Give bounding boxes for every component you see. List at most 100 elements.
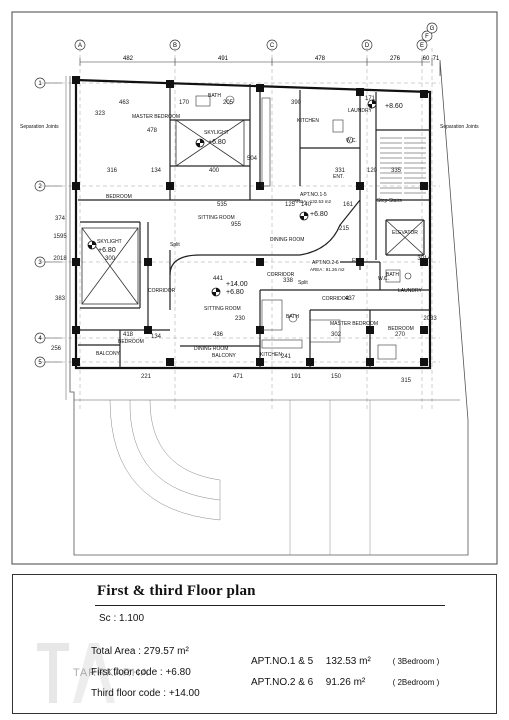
label-step-stairs: Step-Stairs	[377, 198, 402, 204]
dimension-value: 316	[107, 168, 118, 174]
dimension-value: 205	[223, 100, 234, 106]
staircase	[380, 137, 426, 194]
dimension-value: 400	[209, 168, 220, 174]
dimension-value: 437	[345, 296, 356, 302]
dimension-value: 161	[343, 202, 354, 208]
label-skylight-1-level: +6.80	[208, 139, 226, 146]
dimension-value: 331	[335, 168, 346, 174]
grid-row-label: 3	[38, 260, 42, 266]
dimension-value: 300	[105, 256, 116, 262]
label-apt15: APT.NO.1-5	[300, 192, 327, 198]
label-split-2: Split	[298, 280, 308, 286]
structural-column	[72, 182, 80, 190]
elevator-shaft	[385, 219, 425, 256]
grid-column-label: D	[365, 43, 370, 49]
top-dimension: 71	[433, 56, 440, 62]
label-bath-low: BATH	[286, 314, 299, 320]
dimension-value: 504	[247, 156, 258, 162]
dimension-value: 191	[291, 374, 302, 380]
title-underline	[95, 605, 445, 606]
dimension-value: 390	[291, 100, 302, 106]
grid-row-label: 2	[38, 184, 42, 190]
structural-column	[306, 358, 314, 366]
dimension-value: 3014	[417, 256, 431, 262]
bath-fixtures	[195, 95, 412, 360]
dimension-value: 471	[233, 374, 244, 380]
apartment-type: ( 3Bedroom )	[392, 657, 440, 666]
label-level-1400: +14.00	[226, 281, 248, 288]
label-apt26-area: AREA : 91.26 m2	[310, 267, 345, 272]
top-dimension: 478	[315, 56, 326, 62]
structural-column	[356, 182, 364, 190]
dimension-value: 418	[123, 332, 134, 338]
top-dimension: 60	[423, 56, 430, 62]
label-wc-top: W.C.	[346, 138, 357, 144]
structural-column	[356, 258, 364, 266]
apartment-area: 132.53 m²	[325, 656, 371, 667]
third-floor-code: Third floor code : +14.00	[91, 688, 200, 699]
structural-column	[420, 182, 428, 190]
dimension-value: 441	[213, 276, 224, 282]
structural-column	[420, 326, 428, 334]
grid-row-label: 1	[38, 81, 42, 87]
level-markers	[87, 99, 377, 297]
label-master-bedroom-2: MASTER BEDROOM	[330, 321, 378, 327]
drawing-frame	[11, 11, 498, 565]
structural-column	[420, 258, 428, 266]
logo-wordmark: TARRKARHA	[73, 667, 150, 679]
apartment-row: APT.NO.2 & 6 91.26 m² ( 2Bedroom )	[251, 672, 439, 693]
dimension-value: 125	[285, 202, 296, 208]
dimension-value: 436	[213, 332, 224, 338]
structural-column	[72, 358, 80, 366]
grid-column-label: B	[173, 43, 177, 49]
label-split-1: Split	[170, 242, 180, 248]
label-sitting-room-mid: SITTING ROOM	[204, 306, 241, 312]
kitchen-counters	[261, 97, 303, 349]
structural-column	[420, 90, 428, 98]
dimension-value: 270	[395, 332, 406, 338]
company-logo	[37, 643, 115, 703]
label-skylight-2: SKYLIGHT	[97, 239, 122, 245]
structural-column	[256, 358, 264, 366]
structural-column	[366, 326, 374, 334]
grid-column-label: A	[78, 43, 82, 49]
label-bath-top: BATH	[208, 93, 221, 99]
top-dimension: 482	[123, 56, 134, 62]
dimension-value: 221	[141, 374, 152, 380]
dimension-value: 2033	[423, 316, 437, 322]
label-level-860: +8.60	[385, 103, 403, 110]
structural-column	[166, 358, 174, 366]
structural-column	[256, 84, 264, 92]
label-ent-mid: ENT.	[352, 258, 363, 264]
dimension-value: 120	[367, 168, 378, 174]
dimension-value: 256	[51, 346, 62, 352]
grid-row-label: 5	[38, 360, 42, 366]
dimension-value: 302	[331, 332, 342, 338]
label-separation-joints-right: Separation Joints	[440, 124, 479, 130]
dimension-value: 230	[235, 316, 246, 322]
dimension-value: 140	[301, 202, 312, 208]
label-apt26: APT.NO.2-6	[312, 260, 339, 266]
structural-column	[356, 88, 364, 96]
dimension-value: 338	[283, 278, 294, 284]
structural-column	[256, 258, 264, 266]
drawing-title: First & third Floor plan	[97, 583, 256, 599]
total-area: Total Area : 279.57 m²	[91, 646, 189, 657]
grid-column-bubble: D	[361, 39, 373, 51]
grid-column-bubble: F	[421, 30, 433, 42]
drawing-scale: Sc : 1.100	[99, 613, 145, 624]
top-dimension: 276	[390, 56, 401, 62]
dimension-value: 463	[119, 100, 130, 106]
dimension-value: 478	[147, 128, 158, 134]
dimension-value: 315	[401, 378, 412, 384]
structural-column	[72, 258, 80, 266]
skylight-upper	[175, 119, 245, 167]
label-corridor-1: CORRIDOR	[267, 272, 295, 278]
label-dining-room-low: DINING ROOM	[194, 346, 228, 352]
dimension-value: 535	[217, 202, 228, 208]
dimension-value: 134	[151, 334, 162, 340]
structural-column	[166, 80, 174, 88]
structural-column	[72, 76, 80, 84]
dimension-value: 2018	[53, 256, 67, 262]
